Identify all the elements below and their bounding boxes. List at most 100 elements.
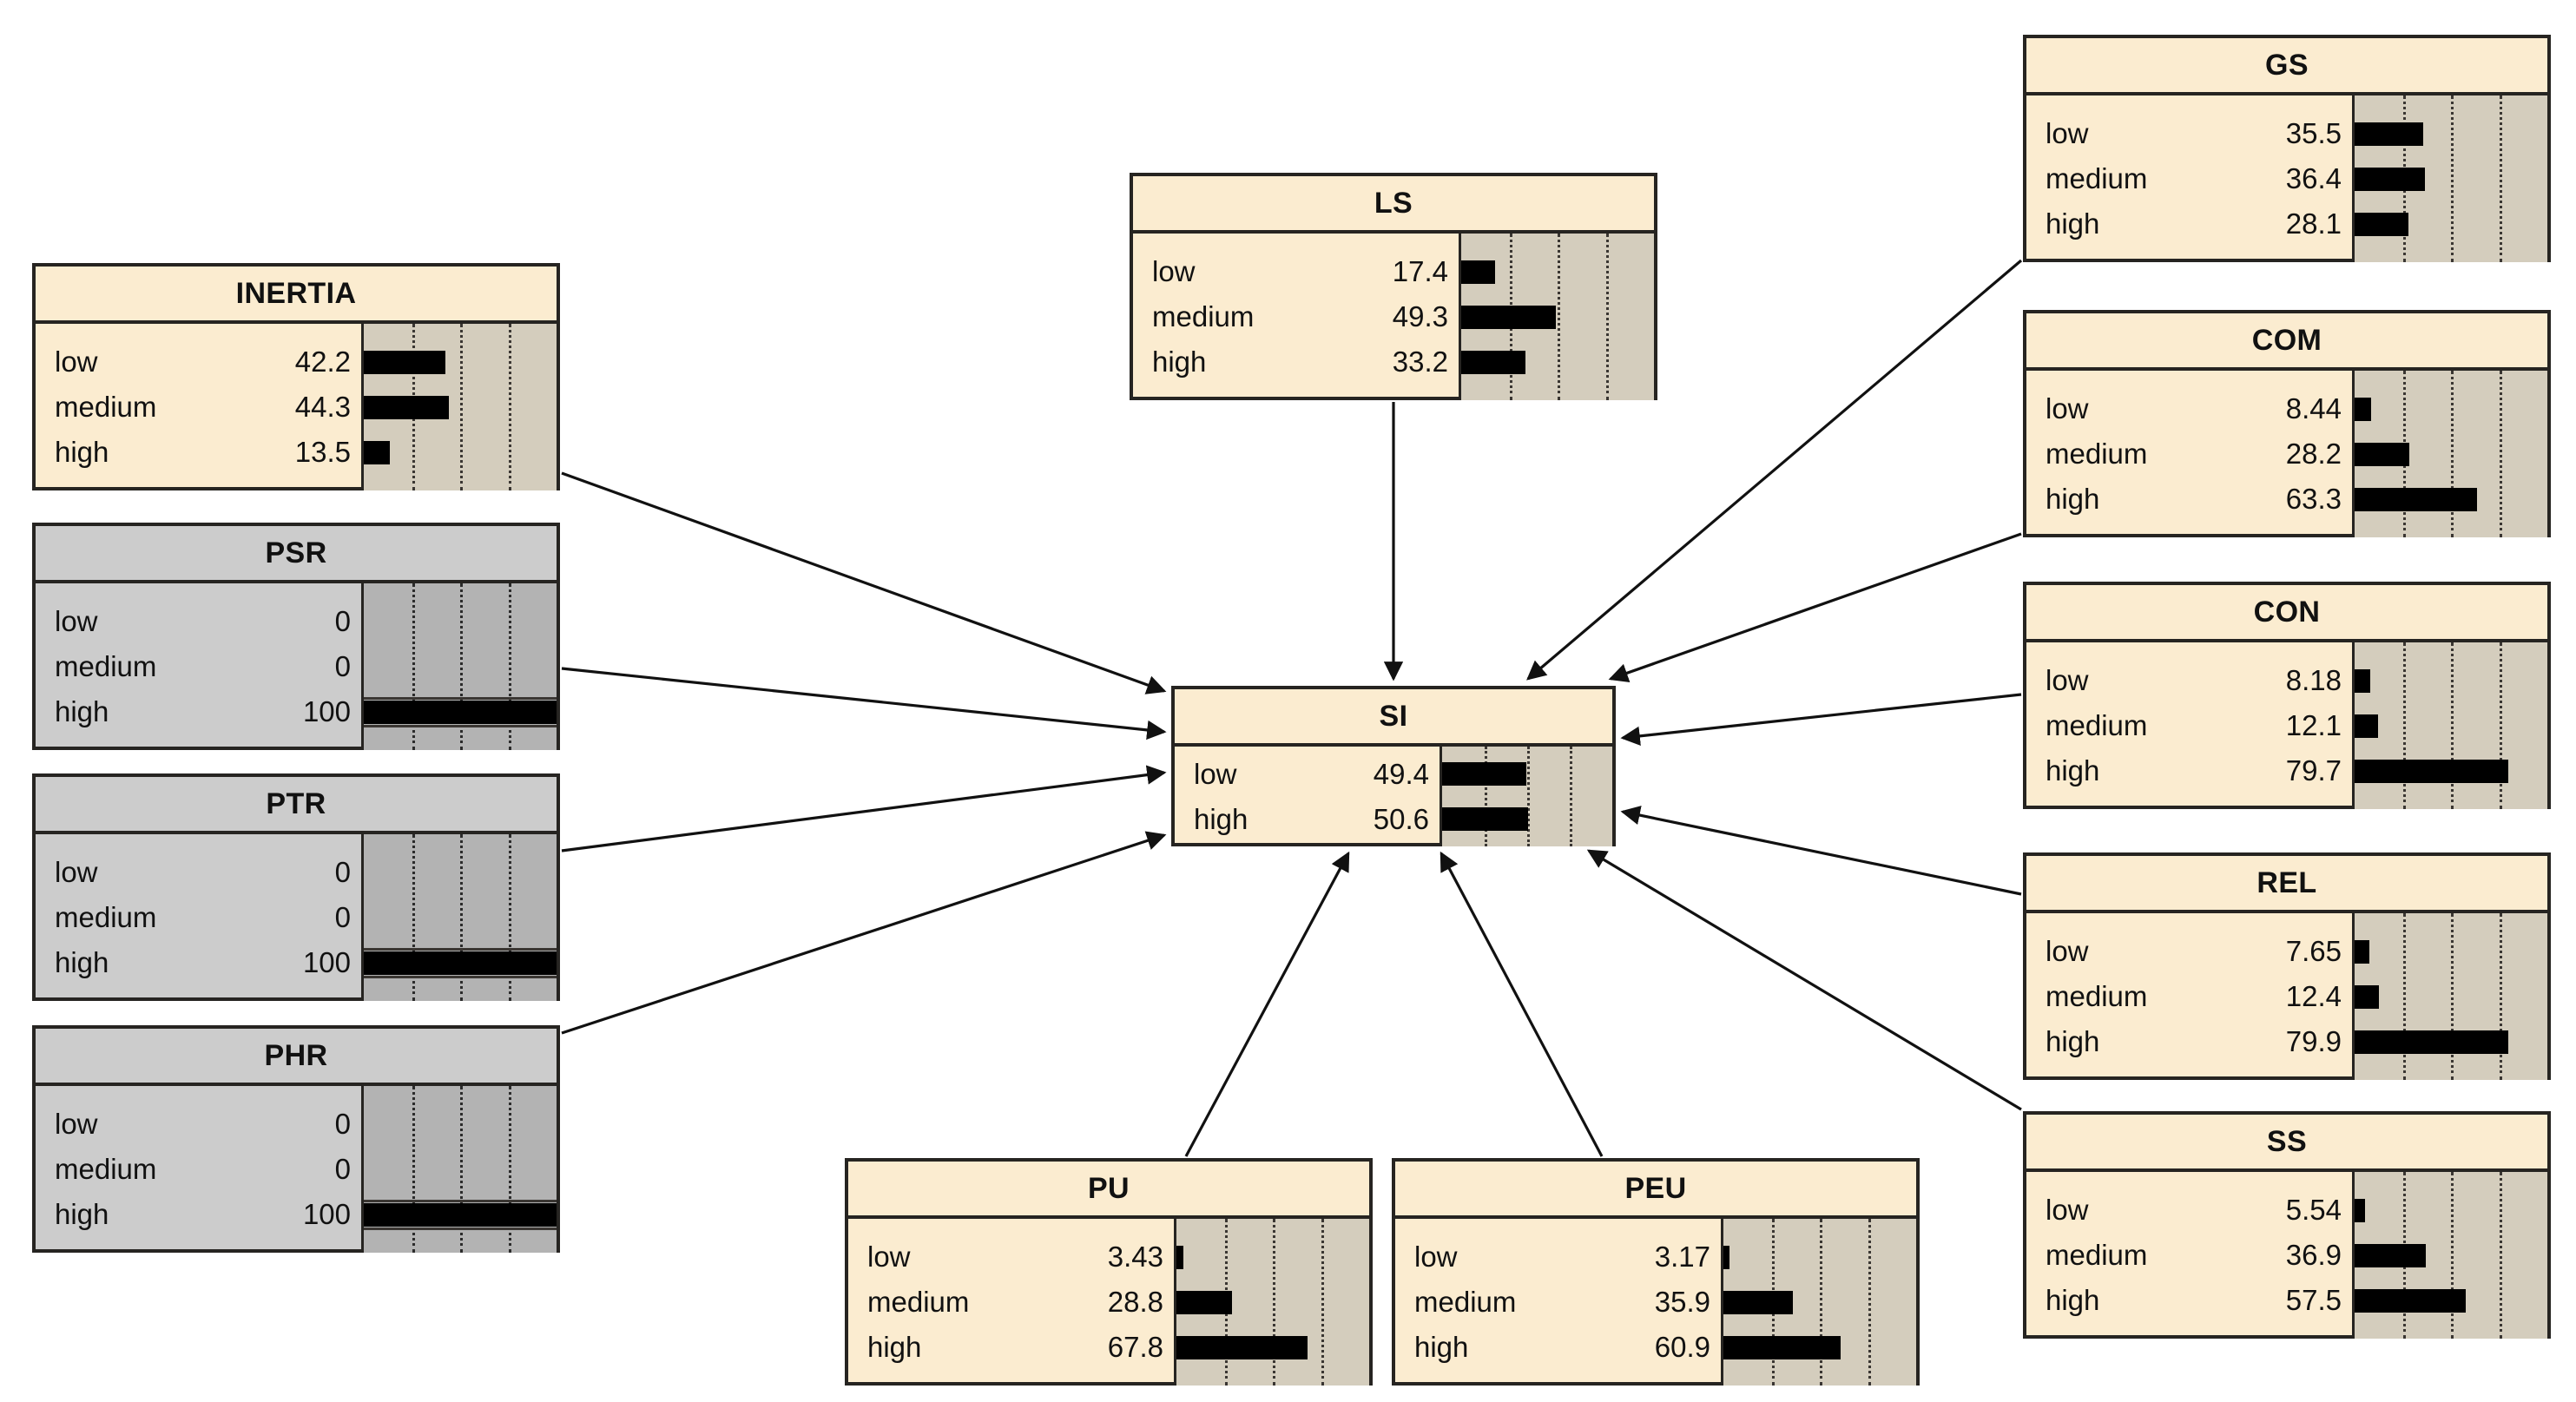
- bar-row: [2355, 714, 2547, 738]
- state-name: medium: [2046, 980, 2148, 1012]
- bar-separator: [364, 1227, 557, 1230]
- state-name: low: [1152, 255, 1196, 287]
- bar: [364, 1202, 557, 1227]
- gridline: [2451, 1172, 2454, 1339]
- gridline: [2451, 642, 2454, 809]
- bar: [1461, 260, 1495, 284]
- gridline: [460, 324, 463, 490]
- gridline: [2499, 642, 2502, 809]
- bar-row: [1461, 350, 1654, 374]
- bar-row: [1723, 1290, 1916, 1314]
- bar: [2355, 984, 2379, 1009]
- bar: [2355, 212, 2409, 236]
- state-value: 3.17: [1654, 1241, 1710, 1273]
- state-value: 33.2: [1392, 346, 1448, 378]
- gridline: [412, 834, 415, 1001]
- bar-chart-com: [2352, 371, 2547, 537]
- bar-chart-con: [2352, 642, 2547, 809]
- state-value: 0: [334, 605, 351, 637]
- gridline: [460, 1086, 463, 1253]
- bar-row: [2355, 984, 2547, 1009]
- bar-row: [2355, 1243, 2547, 1267]
- gridline: [1527, 747, 1530, 846]
- node-title-gs: GS: [2026, 38, 2547, 95]
- state-value: 36.4: [2285, 162, 2342, 194]
- state-value: 50.6: [1373, 802, 1429, 835]
- state-name: high: [2046, 1284, 2100, 1316]
- node-title-ss: SS: [2026, 1115, 2547, 1172]
- state-value: 5.54: [2285, 1194, 2342, 1226]
- bar: [364, 395, 450, 419]
- bar: [2355, 759, 2508, 783]
- bar-row: [2355, 397, 2547, 421]
- state-name: high: [2046, 754, 2100, 787]
- bar-row: [2355, 1288, 2547, 1313]
- edge-com-si: [1608, 532, 2022, 682]
- bar-chart-si: [1440, 747, 1612, 846]
- edge-psr-si: [561, 667, 1167, 740]
- state-value: 28.8: [1107, 1286, 1163, 1318]
- state-value: 8.44: [2285, 392, 2342, 425]
- state-name: medium: [2046, 162, 2148, 194]
- state-value: 36.9: [2285, 1239, 2342, 1271]
- bar-row: [364, 861, 557, 885]
- bar: [1442, 762, 1526, 786]
- node-title-pu: PU: [848, 1162, 1369, 1219]
- bar: [364, 951, 557, 975]
- gridline: [2402, 642, 2406, 809]
- state-value: 0: [334, 901, 351, 933]
- bar-row: [364, 906, 557, 930]
- gridline: [508, 583, 511, 750]
- gridline: [460, 583, 463, 750]
- state-value: 0: [334, 856, 351, 888]
- gridline: [508, 1086, 511, 1253]
- bar-row: [1461, 260, 1654, 284]
- bar-row: [1442, 807, 1612, 831]
- bar-separator: [364, 947, 557, 951]
- bar-row: [364, 395, 557, 419]
- bar-chart-ls: [1459, 234, 1654, 400]
- gridline: [412, 583, 415, 750]
- bar-row: [1176, 1245, 1369, 1269]
- state-name: low: [2046, 117, 2089, 149]
- gridline: [460, 834, 463, 1001]
- bar: [1461, 305, 1557, 329]
- bar-row: [364, 1113, 557, 1136]
- node-title-peu: PEU: [1395, 1162, 1916, 1219]
- bar: [1176, 1335, 1308, 1359]
- state-name: high: [55, 1198, 109, 1230]
- state-name: medium: [2046, 1239, 2148, 1271]
- bar-separator: [364, 724, 557, 727]
